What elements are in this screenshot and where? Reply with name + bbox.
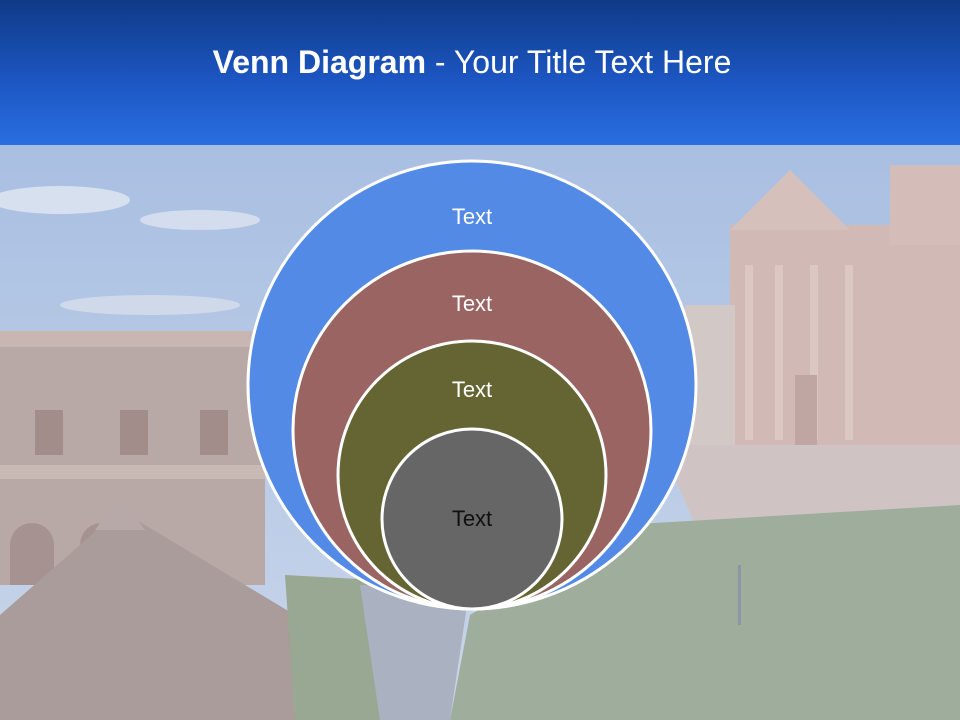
cathedral-door (795, 375, 817, 445)
tiled-roof (0, 510, 295, 720)
street (360, 585, 470, 720)
column (775, 265, 783, 440)
title-bold-part: Venn Diagram (212, 44, 427, 80)
left-building-balcony (0, 465, 265, 479)
window (120, 410, 148, 455)
cloud (60, 295, 240, 315)
second-circle-label: Text (452, 291, 492, 316)
third-circle-label: Text (452, 377, 492, 402)
window (200, 410, 228, 455)
cloud (140, 210, 260, 230)
title-rest-part: - Your Title Text Here (426, 44, 732, 80)
window (35, 410, 63, 455)
outer-circle-label: Text (452, 204, 492, 229)
cloud (0, 186, 130, 214)
inner-circle[interactable] (380, 427, 564, 611)
column (745, 265, 753, 440)
cathedral-pediment (730, 170, 850, 230)
lamp-post (738, 565, 741, 625)
roof-ridge (95, 495, 145, 530)
arch (10, 523, 54, 585)
slide-title[interactable]: Venn Diagram - Your Title Text Here (0, 40, 944, 84)
left-building-cornice (0, 331, 265, 347)
title-banner: Venn Diagram - Your Title Text Here (0, 0, 960, 145)
column (810, 265, 818, 440)
cathedral-tower (890, 165, 960, 245)
column (845, 265, 853, 440)
inner-circle-label: Text (452, 506, 492, 531)
